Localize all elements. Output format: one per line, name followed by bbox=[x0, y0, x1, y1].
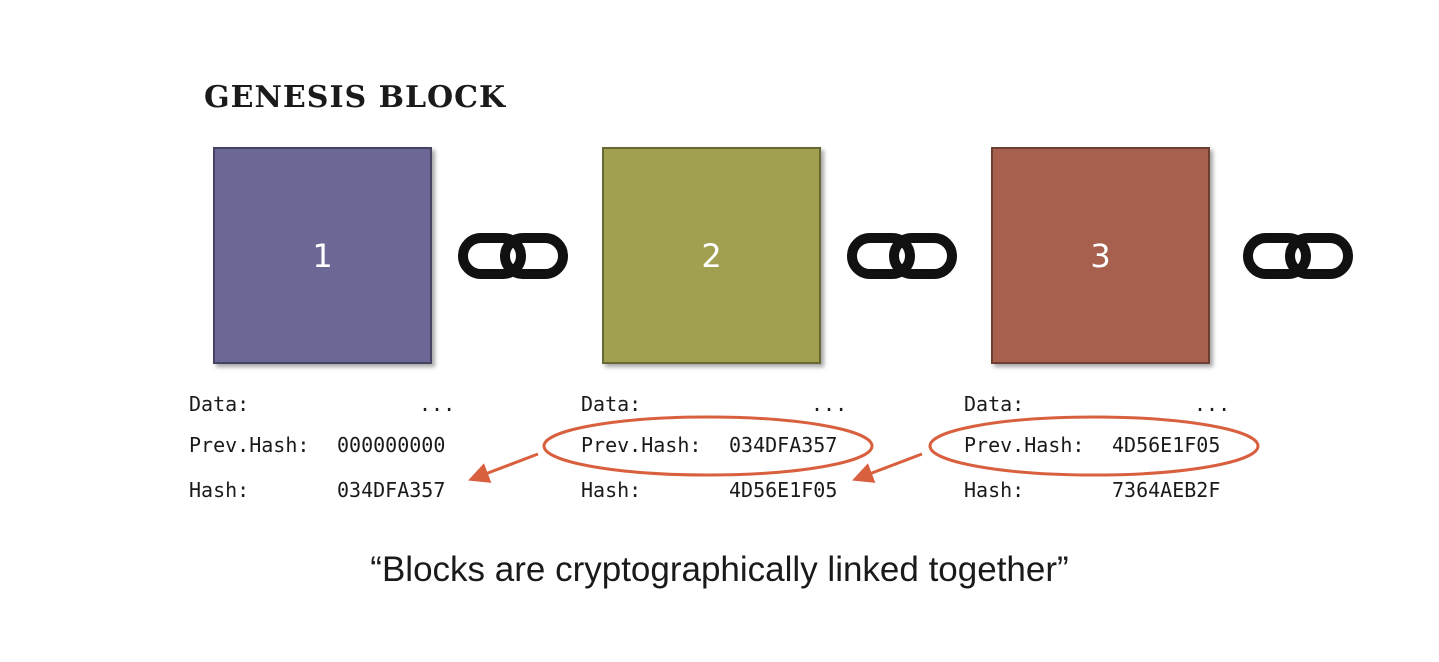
arrow-to-previous-hash bbox=[852, 452, 923, 483]
arrow-to-previous-hash bbox=[468, 452, 539, 483]
data-label: Data: bbox=[964, 392, 1025, 416]
block-number: 3 bbox=[1090, 236, 1111, 275]
hash-value: 7364AEB2F bbox=[1112, 478, 1221, 502]
chain-link-icon bbox=[846, 228, 958, 284]
prev-hash-value: 4D56E1F05 bbox=[1112, 433, 1221, 457]
data-label: Data: bbox=[189, 392, 250, 416]
hash-label: Hash: bbox=[581, 478, 642, 502]
hash-value: 4D56E1F05 bbox=[729, 478, 838, 502]
prev-hash-value: 034DFA357 bbox=[729, 433, 838, 457]
block-2: 2 bbox=[602, 147, 821, 364]
block-number: 2 bbox=[701, 236, 722, 275]
data-label: Data: bbox=[581, 392, 642, 416]
data-value: ... bbox=[1194, 392, 1231, 416]
prev-hash-label: Prev.Hash: bbox=[964, 433, 1085, 457]
hash-label: Hash: bbox=[189, 478, 250, 502]
chain-link-icon bbox=[457, 228, 569, 284]
prev-hash-label: Prev.Hash: bbox=[581, 433, 702, 457]
data-value: ... bbox=[419, 392, 456, 416]
hash-value: 034DFA357 bbox=[337, 478, 446, 502]
block-1: 1 bbox=[213, 147, 432, 364]
hash-label: Hash: bbox=[964, 478, 1025, 502]
genesis-block-heading: GENESIS BLOCK bbox=[204, 80, 507, 115]
block-3: 3 bbox=[991, 147, 1210, 364]
prev-hash-label: Prev.Hash: bbox=[189, 433, 310, 457]
data-value: ... bbox=[811, 392, 848, 416]
prev-hash-value: 000000000 bbox=[337, 433, 446, 457]
chain-link-icon bbox=[1242, 228, 1354, 284]
caption: “Blocks are cryptographically linked tog… bbox=[370, 550, 1069, 589]
block-number: 1 bbox=[312, 236, 333, 275]
